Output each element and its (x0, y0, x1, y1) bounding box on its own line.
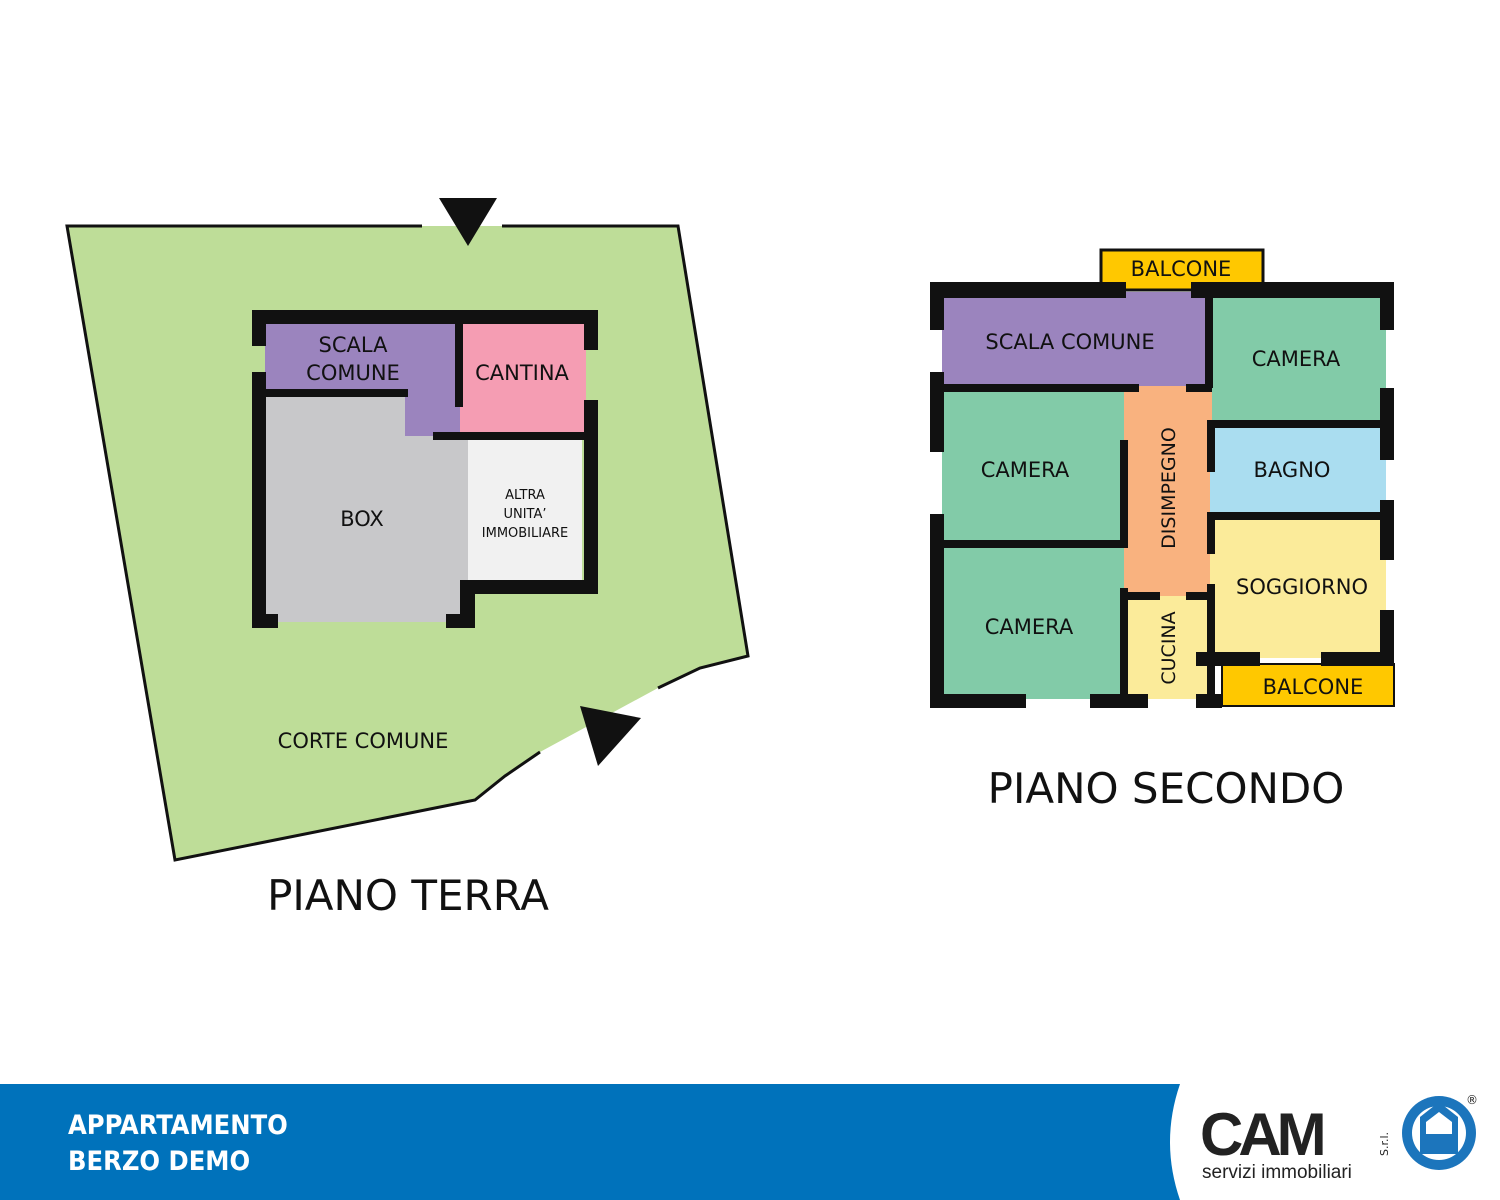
label-altra-1: ALTRA (505, 488, 545, 503)
logo-tagline: servizi immobiliari (1202, 1162, 1352, 1183)
label-camera-top: CAMERA (1252, 347, 1341, 371)
room-camera-left (942, 388, 1126, 542)
label-scala-1: SCALA (319, 333, 389, 357)
room-cantina (460, 323, 586, 433)
logo-registered: ® (1466, 1093, 1478, 1107)
cam-logo: CAM S.r.l. servizi immobiliari ® (1200, 1093, 1478, 1183)
footer-line-1: APPARTAMENTO (68, 1110, 288, 1141)
room-balcone-bottom (1221, 663, 1395, 707)
logo-brand: CAM (1200, 1101, 1323, 1168)
label-camera-bottom: CAMERA (985, 615, 1074, 639)
room-scala-comune (265, 323, 460, 436)
label-bagno: BAGNO (1254, 458, 1331, 482)
label-balcone-top: BALCONE (1131, 257, 1232, 281)
piano-secondo-plan: BALCONE SCALA COMUNE CAMERA CAMERA DISIM… (930, 248, 1395, 813)
piano-terra-title: PIANO TERRA (267, 871, 549, 920)
room-camera-bottom (942, 544, 1124, 699)
room-labels-secondo: BALCONE SCALA COMUNE CAMERA CAMERA DISIM… (981, 257, 1368, 813)
piano-terra-plan: SCALA COMUNE CANTINA BOX ALTRA UNITA’ IM… (65, 198, 750, 920)
label-balcone-bottom: BALCONE (1263, 675, 1364, 699)
footer-line-2: BERZO DEMO (68, 1146, 250, 1177)
label-scala-2: COMUNE (306, 361, 400, 385)
label-altra-3: IMMOBILIARE (482, 526, 568, 541)
entrance-arrow-icon (580, 706, 641, 766)
room-camera-top (1210, 296, 1386, 422)
room-altra-unita (468, 440, 582, 580)
label-cantina: CANTINA (475, 361, 569, 385)
label-corte-comune: CORTE COMUNE (278, 729, 449, 753)
room-soggiorno (1210, 518, 1386, 658)
footer-banner: APPARTAMENTO BERZO DEMO (0, 1084, 1180, 1200)
room-labels-terra: SCALA COMUNE CANTINA BOX ALTRA UNITA’ IM… (267, 333, 569, 920)
house-logo-icon (1402, 1096, 1476, 1170)
entrance-arrow-icon (439, 198, 497, 246)
room-disimpegno (1124, 386, 1212, 596)
label-altra-2: UNITA’ (503, 507, 546, 522)
room-cucina (1126, 596, 1210, 699)
label-cucina: CUCINA (1158, 611, 1180, 684)
label-scala-comune: SCALA COMUNE (985, 330, 1154, 354)
label-soggiorno: SOGGIORNO (1236, 575, 1368, 599)
label-disimpegno: DISIMPEGNO (1158, 427, 1180, 549)
logo-suffix: S.r.l. (1378, 1132, 1391, 1156)
label-box: BOX (340, 507, 384, 531)
room-scala-comune (942, 292, 1208, 386)
room-bagno (1210, 426, 1386, 514)
label-camera-left: CAMERA (981, 458, 1070, 482)
site-boundary (65, 224, 750, 862)
walls-terra (252, 310, 598, 628)
walls-secondo (930, 282, 1394, 708)
piano-secondo-title: PIANO SECONDO (988, 764, 1345, 813)
